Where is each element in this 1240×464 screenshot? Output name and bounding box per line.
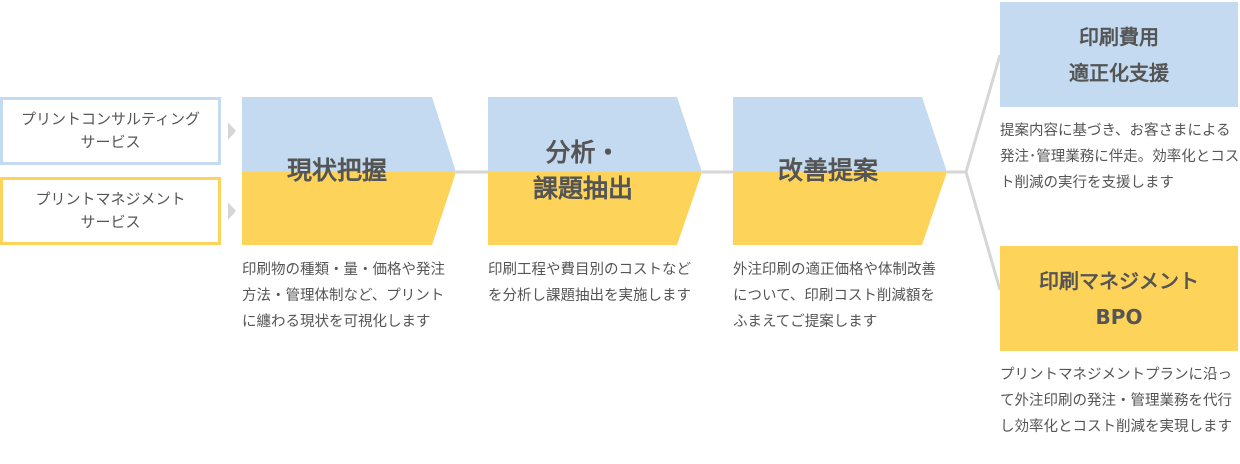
stage-description-3: 外注印刷の適正価格や体制改善について、印刷コスト削減額をふまえてご提案します [733,262,936,330]
arrow-right-icon [228,122,236,140]
stage-shape-2 [488,97,702,245]
arrow-right-icon [228,202,236,220]
stage-description-1: 印刷物の種類・量・価格や発注方法・管理体制など、プリントに纏わる現状を可視化しま… [242,262,445,330]
stage-title-2: 分析・ 課題抽出 [532,138,633,203]
stage-description-2: 印刷工程や費目別のコストなどを分析し課題抽出を実施します [488,262,691,304]
outcome-box-cost-optimization: 印刷費用 適正化支援 [1000,2,1238,107]
stage-shape-1 [242,97,456,245]
outcome-description-2: プリントマネジメントプランに沿って外注印刷の発注・管理業務を代行し効率化とコスト… [1000,367,1232,435]
branch-line-up [964,54,1002,173]
stage-title-1: 現状把握 [286,156,387,185]
service-box-management: プリントマネジメント サービス [0,177,221,245]
outcome-description-1: 提案内容に基づき、お客さまによる発注･管理業務に伴走。効率化とコスト削減の実行を… [1000,123,1240,191]
branch-line-down [964,171,1002,291]
stage-title-3: 改善提案 [777,156,878,185]
outcome-box-bpo: 印刷マネジメント BPO [1000,246,1238,351]
stage-shape-3 [733,97,947,245]
service-box-consulting: プリントコンサルティング サービス [0,97,221,165]
